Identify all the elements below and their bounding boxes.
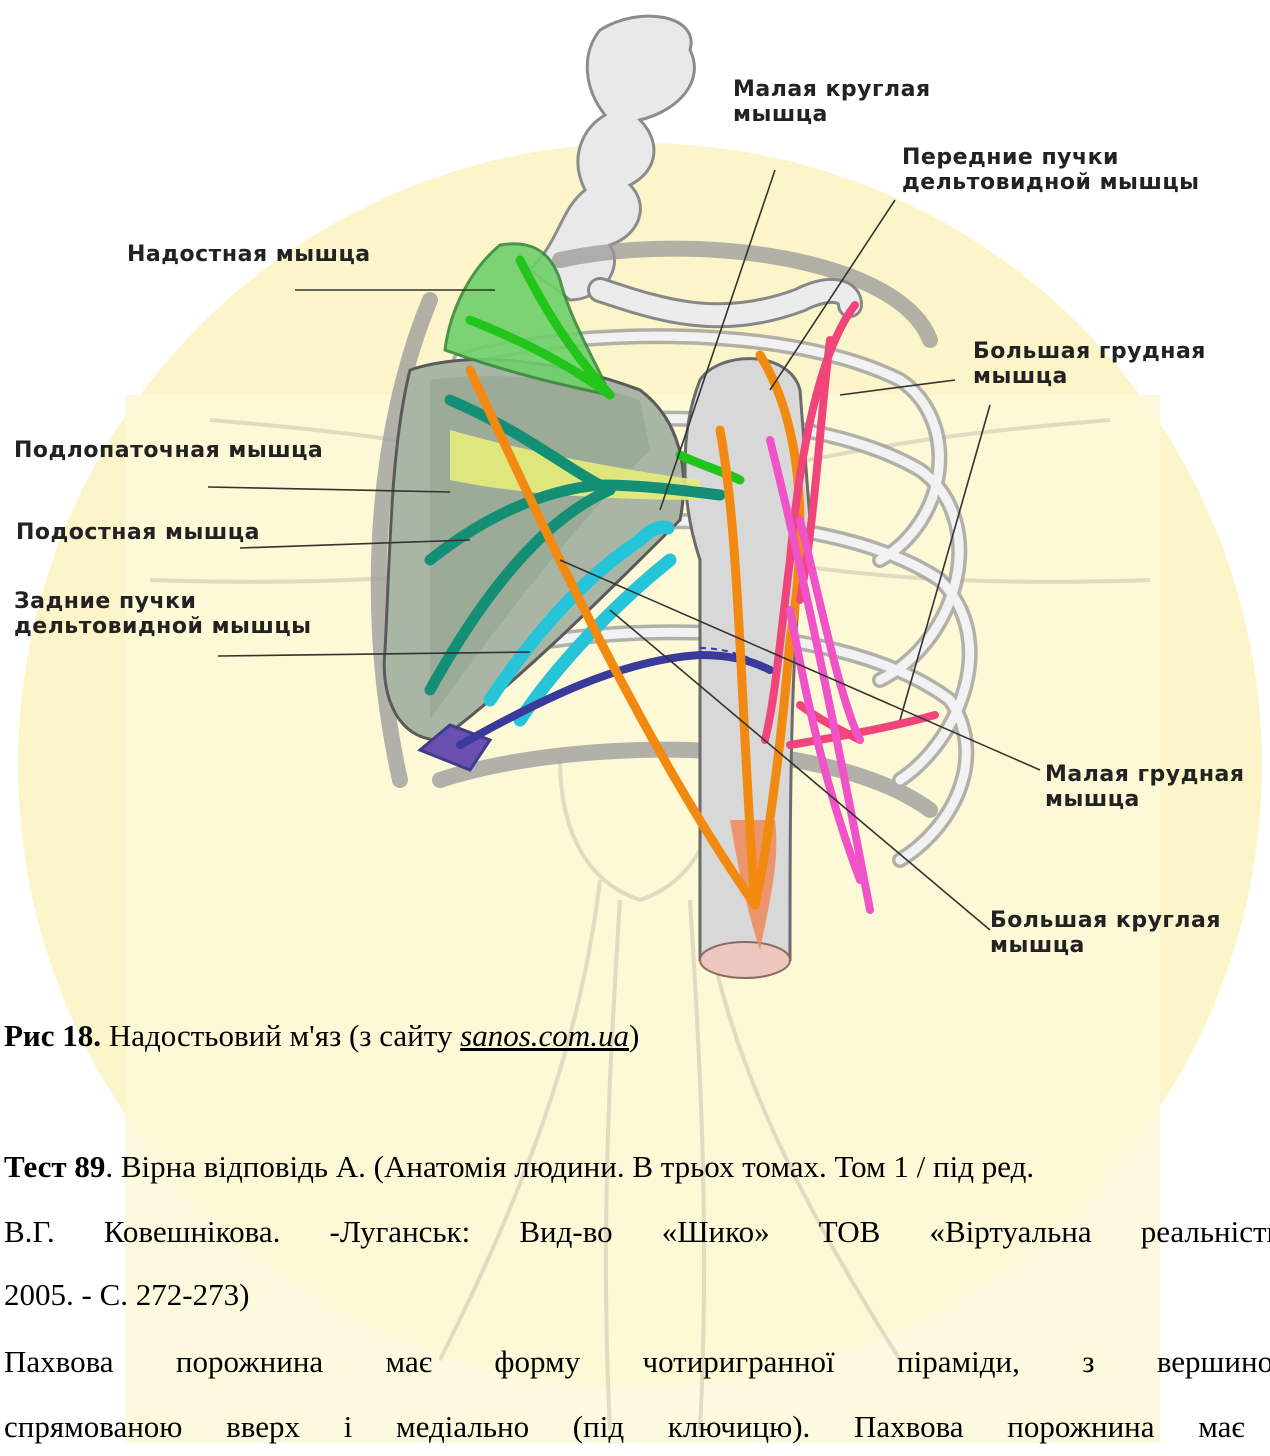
word: піраміди,	[897, 1333, 1020, 1391]
label-line: Задние пучки	[14, 589, 312, 614]
source-link[interactable]: sanos.com.ua	[460, 1018, 629, 1053]
paragraph-line-2: спрямованою вверх і медіально (під ключи…	[4, 1398, 1270, 1456]
word: Вид-во	[519, 1203, 612, 1261]
label-line: Большая круглая	[990, 908, 1221, 933]
label-line: мышца	[973, 364, 1206, 389]
label-line: Малая круглая	[733, 77, 931, 102]
word: чотиригранної	[642, 1333, 834, 1391]
word: має	[1198, 1398, 1244, 1456]
word: з	[1082, 1333, 1094, 1391]
label-posterior-deltoid: Задние пучки дельтовидной мышцы	[14, 589, 312, 639]
label-supraspinatus: Надостная мышца	[127, 242, 371, 267]
label-line: мышца	[733, 102, 931, 127]
word: (під	[573, 1398, 624, 1456]
word: реальність»,	[1141, 1203, 1270, 1261]
word: ТОВ	[819, 1203, 881, 1261]
label-teres-minor: Малая круглая мышца	[733, 77, 931, 127]
word: порожнина	[1007, 1398, 1154, 1456]
test-label: Тест 89	[4, 1149, 105, 1184]
word: спрямованою	[4, 1398, 182, 1456]
word: Пахвова	[4, 1333, 114, 1391]
word: порожнина	[176, 1333, 323, 1391]
word: медіально	[396, 1398, 529, 1456]
label-line: мышца	[1045, 787, 1245, 812]
word: Пахвова	[854, 1398, 964, 1456]
word: вершиною,	[1157, 1333, 1270, 1391]
label-teres-major: Большая круглая мышца	[990, 908, 1221, 958]
word: «Шико»	[662, 1203, 770, 1261]
word: Ковешнікова.	[104, 1203, 281, 1261]
test-answer-line-2: В.Г. Ковешнікова. -Луганськ: Вид-во «Шик…	[4, 1203, 1270, 1261]
label-pectoralis-major: Большая грудная мышца	[973, 339, 1206, 389]
caption-close: )	[629, 1018, 639, 1053]
label-pectoralis-minor: Малая грудная мышца	[1045, 762, 1245, 812]
paragraph-line-1: Пахвова порожнина має форму чотиригранно…	[4, 1333, 1270, 1391]
caption-text: Надостьовий м'яз (з сайту	[101, 1018, 460, 1053]
figure-caption: Рис 18. Надостьовий м'яз (з сайту sanos.…	[4, 1018, 639, 1054]
label-anterior-deltoid: Передние пучки дельтовидной мышцы	[902, 145, 1200, 195]
word: вверх	[226, 1398, 300, 1456]
test-answer-line-3: 2005. - С. 272-273)	[4, 1266, 249, 1324]
word: має	[386, 1333, 432, 1391]
word: форму	[494, 1333, 580, 1391]
label-line: мышца	[990, 933, 1221, 958]
label-line: дельтовидной мышцы	[902, 170, 1200, 195]
word: «Віртуальна	[929, 1203, 1091, 1261]
test-answer-line-1: Тест 89. Вірна відповідь А. (Анатомія лю…	[4, 1138, 1034, 1196]
caption-label: Рис 18.	[4, 1018, 101, 1053]
label-line: дельтовидной мышцы	[14, 614, 312, 639]
label-line: Передние пучки	[902, 145, 1200, 170]
word: В.Г.	[4, 1203, 55, 1261]
label-line: Малая грудная	[1045, 762, 1245, 787]
word: -Луганськ:	[330, 1203, 471, 1261]
word: ключицю).	[668, 1398, 811, 1456]
test-text: . Вірна відповідь А. (Анатомія людини. В…	[105, 1149, 1034, 1184]
label-infraspinatus: Подостная мышца	[16, 520, 260, 545]
word: і	[344, 1398, 353, 1456]
label-subscapularis: Подлопаточная мышца	[14, 438, 323, 463]
label-line: Большая грудная	[973, 339, 1206, 364]
